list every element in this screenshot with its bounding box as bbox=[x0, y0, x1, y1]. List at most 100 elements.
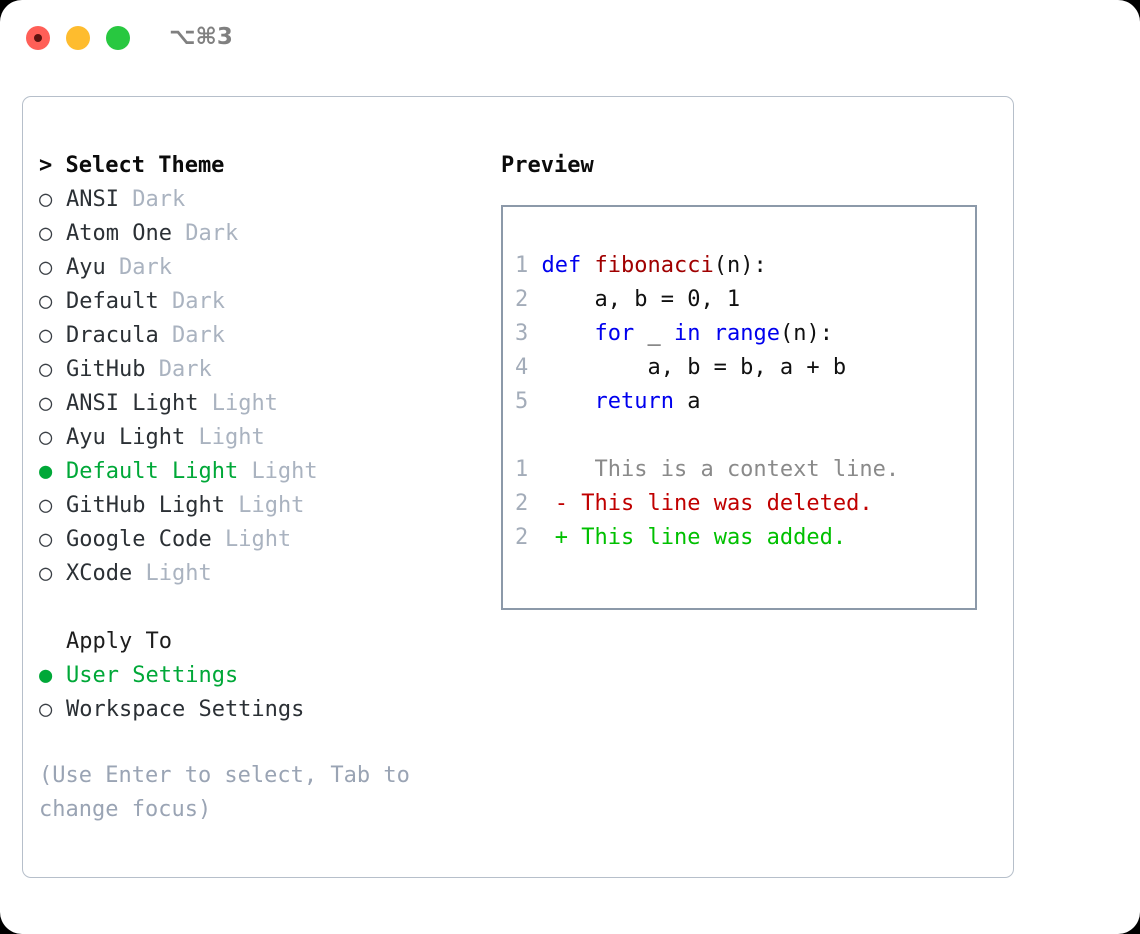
code-token-plain: (n): bbox=[779, 321, 833, 346]
code-line: 4 a, b = b, a + b bbox=[515, 351, 969, 385]
label-spacer bbox=[145, 357, 158, 382]
apply-to-option-workspace-settings[interactable]: ○ Workspace Settings bbox=[39, 693, 479, 727]
radio-unselected-icon: ○ bbox=[39, 289, 53, 314]
code-token-plain: a bbox=[673, 389, 701, 414]
code-token-plain bbox=[542, 321, 595, 346]
code-token-kw: def bbox=[541, 253, 595, 278]
label-spacer bbox=[238, 459, 251, 484]
theme-option-variant: Light bbox=[198, 425, 265, 450]
theme-option-dracula[interactable]: ○Dracula Dark bbox=[39, 319, 479, 353]
theme-option-label: GitHub Light bbox=[66, 493, 225, 518]
theme-option-variant: Dark bbox=[132, 187, 186, 212]
radio-unselected-icon: ○ bbox=[39, 527, 53, 552]
label-spacer bbox=[198, 391, 211, 416]
gutter-spacer bbox=[528, 355, 541, 380]
radio-unselected-icon: ○ bbox=[39, 357, 53, 382]
theme-option-default-light[interactable]: ● Default Light Light bbox=[39, 455, 479, 489]
radio-unselected-icon: ○ bbox=[39, 697, 53, 722]
radio-unselected-icon: ○ bbox=[39, 255, 53, 280]
code-token-plain: a, b = b, a + b bbox=[541, 355, 847, 380]
theme-option-xcode[interactable]: ○XCode Light bbox=[39, 557, 479, 591]
diff-line-del: 2 - This line was deleted. bbox=[515, 487, 969, 521]
label-spacer bbox=[119, 187, 132, 212]
code-line-number: 4 bbox=[515, 355, 529, 380]
theme-option-ansi[interactable]: ○ANSI Dark bbox=[39, 183, 479, 217]
diff-line-number: 2 bbox=[515, 525, 529, 550]
diff-line-number: 2 bbox=[515, 491, 529, 516]
radio-unselected-icon: ○ bbox=[39, 187, 53, 212]
radio-unselected-icon: ○ bbox=[39, 493, 53, 518]
apply-to-option-label: User Settings bbox=[66, 663, 239, 688]
label-spacer bbox=[106, 255, 119, 280]
theme-option-variant: Dark bbox=[171, 289, 225, 314]
theme-option-label: XCode bbox=[66, 561, 133, 586]
theme-option-variant: Dark bbox=[158, 357, 212, 382]
radio-unselected-icon: ○ bbox=[39, 425, 53, 450]
minimize-window-button[interactable] bbox=[66, 26, 90, 50]
theme-option-label: Ayu bbox=[66, 255, 106, 280]
radio-selected-icon: ● bbox=[39, 459, 53, 484]
theme-option-variant: Dark bbox=[171, 323, 225, 348]
gutter-spacer bbox=[528, 457, 555, 482]
code-token-plain: a, b = 0, 1 bbox=[541, 287, 741, 312]
radio-selected-icon: ● bbox=[39, 663, 53, 688]
label-spacer bbox=[132, 561, 145, 586]
theme-option-label: Default Light bbox=[66, 459, 239, 484]
apply-to-option-label: Workspace Settings bbox=[66, 697, 305, 722]
window-titlebar: ⌥⌘3 bbox=[0, 0, 1140, 78]
apply-to-list: ● User Settings ○ Workspace Settings bbox=[39, 659, 479, 727]
theme-option-variant: Light bbox=[238, 493, 305, 518]
diff-sample: 1 This is a context line.2 - This line w… bbox=[515, 453, 969, 555]
code-line-number: 1 bbox=[515, 253, 529, 278]
theme-option-label: Dracula bbox=[66, 323, 159, 348]
diff-line-text: This line was deleted. bbox=[568, 491, 873, 516]
theme-option-label: Ayu Light bbox=[66, 425, 186, 450]
label-spacer bbox=[159, 323, 172, 348]
gutter-spacer bbox=[528, 525, 555, 550]
close-window-button[interactable] bbox=[26, 26, 50, 50]
theme-option-ayu[interactable]: ○Ayu Dark bbox=[39, 251, 479, 285]
main-panel: > Select Theme ○ANSI Dark○Atom One Dark○… bbox=[22, 96, 1014, 878]
theme-option-variant: Light bbox=[224, 527, 292, 552]
code-diff-spacer bbox=[515, 419, 969, 453]
code-token-fn: fibonacci bbox=[594, 253, 714, 278]
theme-option-github-light[interactable]: ○ GitHub Light Light bbox=[39, 489, 479, 523]
theme-option-atom-one[interactable]: ○Atom One Dark bbox=[39, 217, 479, 251]
theme-option-variant: Light bbox=[145, 561, 212, 586]
select-theme-header: > Select Theme bbox=[39, 153, 225, 178]
theme-option-variant: Light bbox=[251, 459, 318, 484]
theme-option-ayu-light[interactable]: ○ Ayu Light Light bbox=[39, 421, 479, 455]
theme-option-label: GitHub bbox=[66, 357, 146, 382]
theme-option-github[interactable]: ○ GitHub Dark bbox=[39, 353, 479, 387]
theme-option-default[interactable]: ○Default Dark bbox=[39, 285, 479, 319]
preview-header: Preview bbox=[501, 153, 594, 178]
theme-option-label: ANSI Light bbox=[66, 391, 199, 416]
code-token-kw: in bbox=[673, 321, 701, 346]
code-token-plain bbox=[542, 389, 595, 414]
diff-line-context: 1 This is a context line. bbox=[515, 453, 969, 487]
code-line: 1 def fibonacci(n): bbox=[515, 249, 969, 283]
gutter-spacer bbox=[528, 253, 541, 278]
diff-line-text: This line was added. bbox=[568, 525, 847, 550]
theme-option-label: Atom One bbox=[66, 221, 172, 246]
apply-to-header: Apply To bbox=[66, 629, 172, 654]
code-line: 3 for _ in range(n): bbox=[515, 317, 969, 351]
label-spacer bbox=[212, 527, 225, 552]
theme-option-google-code[interactable]: ○Google Code Light bbox=[39, 523, 479, 557]
code-token-plain: _ bbox=[634, 321, 674, 346]
theme-option-ansi-light[interactable]: ○ANSI Light Light bbox=[39, 387, 479, 421]
diff-sign: - bbox=[554, 491, 568, 516]
apply-to-option-user-settings[interactable]: ● User Settings bbox=[39, 659, 479, 693]
diff-sign bbox=[555, 457, 568, 482]
keyboard-hint-text: (Use Enter to select, Tab to change focu… bbox=[39, 763, 424, 822]
code-token-plain bbox=[700, 321, 713, 346]
label-spacer bbox=[225, 493, 238, 518]
maximize-window-button[interactable] bbox=[106, 26, 130, 50]
theme-option-variant: Light bbox=[211, 391, 278, 416]
diff-line-number: 1 bbox=[515, 457, 529, 482]
gutter-spacer bbox=[528, 287, 541, 312]
code-token-kw: range bbox=[713, 321, 780, 346]
